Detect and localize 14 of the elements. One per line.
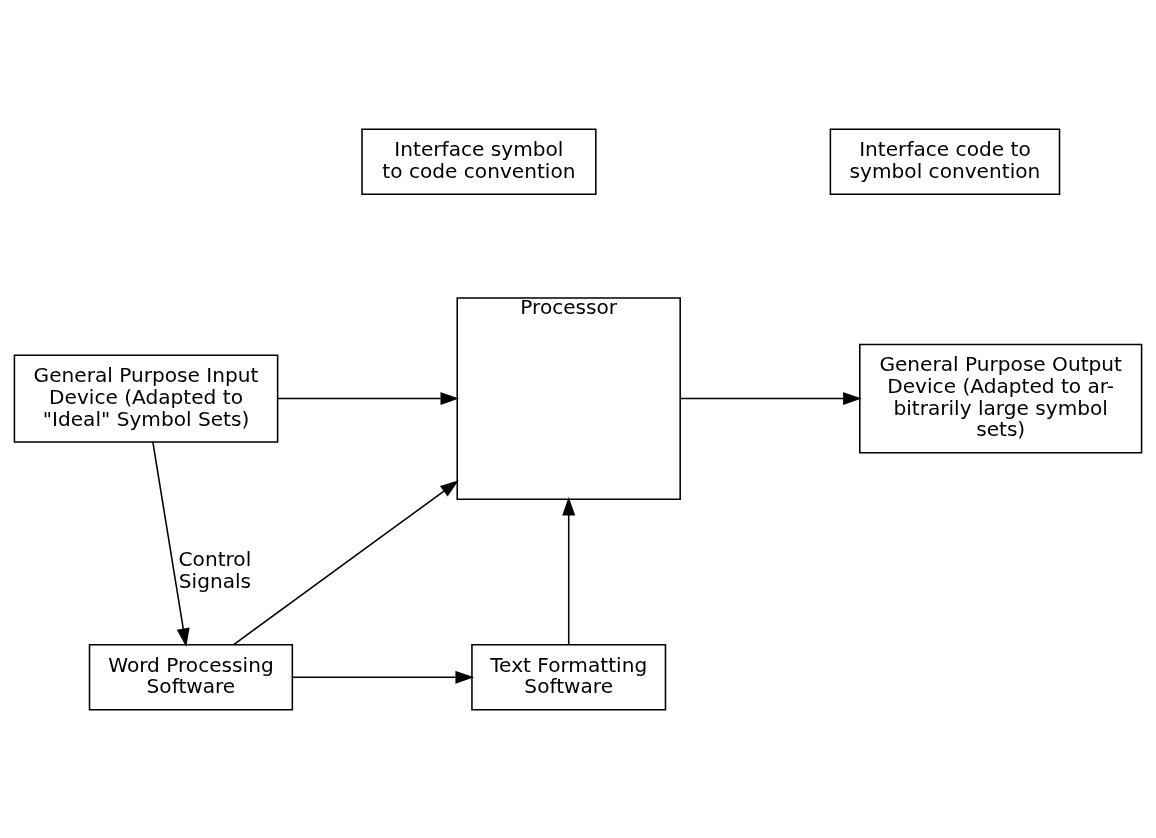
arrow	[152, 440, 190, 647]
node-box: General Purpose Input Device (Adapted to "Ideal" Symbol Sets)	[13, 353, 279, 443]
arrow	[679, 391, 862, 405]
node-box: General Purpose Output Device (Adapted to ar- bitrarily large symbol sets)	[859, 343, 1143, 454]
node-box: Word Processing Software	[88, 643, 294, 711]
node-box: Text Formatting Software	[471, 643, 667, 711]
node-box: Processor	[456, 296, 681, 500]
arrow	[292, 670, 475, 684]
node-box: Interface symbol to code convention	[361, 127, 597, 195]
edge-label: Control Signals	[178, 546, 252, 593]
arrow	[232, 479, 459, 646]
arrow	[562, 496, 576, 645]
node-box: Interface code to symbol convention	[829, 127, 1061, 195]
arrow	[276, 391, 460, 405]
